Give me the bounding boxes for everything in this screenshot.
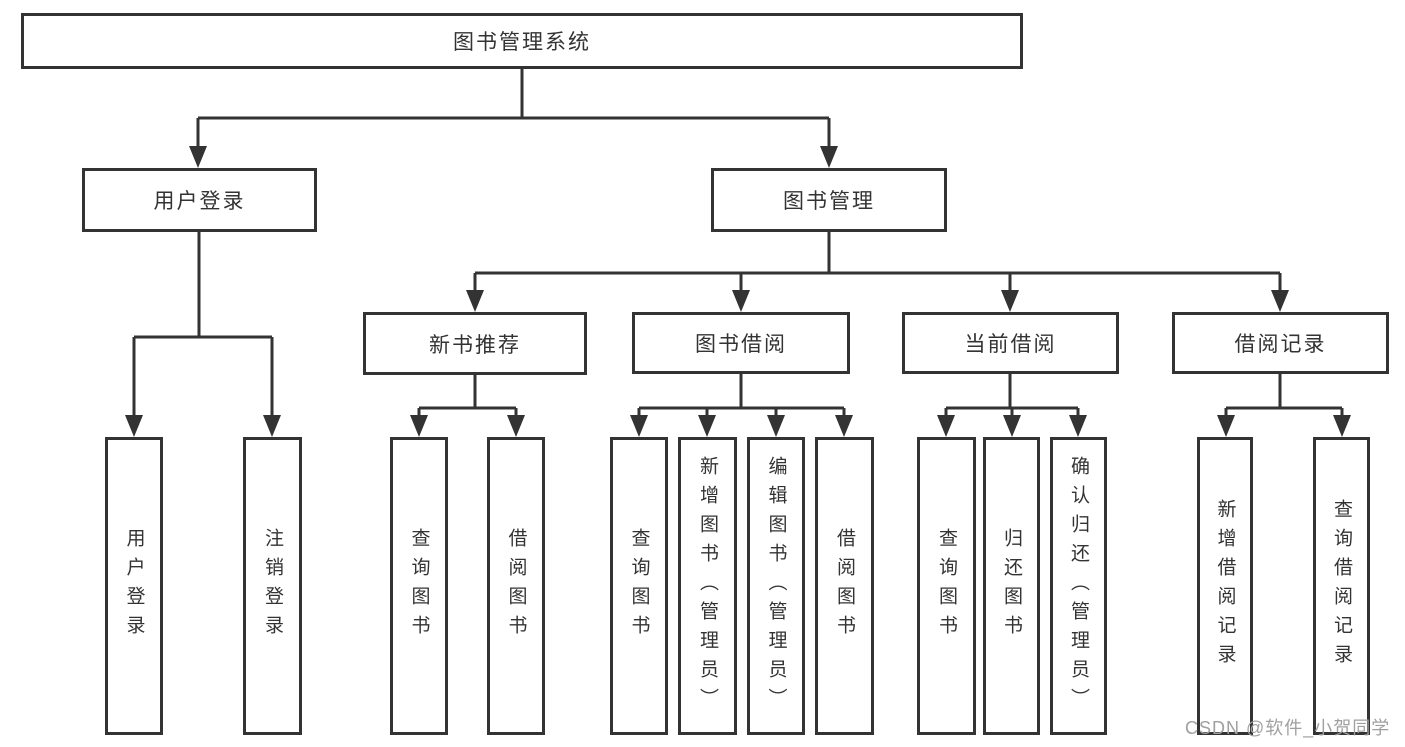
leaf-logout: 注销登录 — [243, 437, 302, 735]
leaf-borrow-query-books: 查询图书 — [610, 437, 668, 735]
leaf-query-borrow-record: 查询借阅记录 — [1313, 437, 1370, 735]
leaf-current-query-books: 查询图书 — [917, 437, 976, 735]
node-root-system: 图书管理系统 — [21, 13, 1023, 69]
leaf-add-books-admin: 新增图书（管理员） — [678, 437, 737, 735]
node-book-borrow: 图书借阅 — [632, 312, 850, 374]
node-new-book-recommend: 新书推荐 — [363, 312, 587, 375]
leaf-add-borrow-record: 新增借阅记录 — [1197, 437, 1253, 735]
leaf-user-login: 用户登录 — [105, 437, 163, 735]
node-book-management-branch: 图书管理 — [711, 168, 947, 232]
leaf-recommend-borrow-books: 借阅图书 — [487, 437, 545, 735]
leaf-return-books: 归还图书 — [983, 437, 1040, 735]
node-user-login-branch: 用户登录 — [82, 168, 317, 232]
arrowheads — [125, 146, 1351, 437]
csdn-watermark: CSDN @软件_小贺同学 — [1185, 718, 1391, 738]
node-borrow-records: 借阅记录 — [1172, 312, 1389, 374]
node-current-borrow: 当前借阅 — [902, 312, 1119, 374]
leaf-edit-books-admin: 编辑图书（管理员） — [747, 437, 805, 735]
leaf-confirm-return-admin: 确认归还（管理员） — [1050, 437, 1107, 735]
leaf-borrow-books: 借阅图书 — [815, 437, 874, 735]
leaf-recommend-query-books: 查询图书 — [390, 437, 448, 735]
